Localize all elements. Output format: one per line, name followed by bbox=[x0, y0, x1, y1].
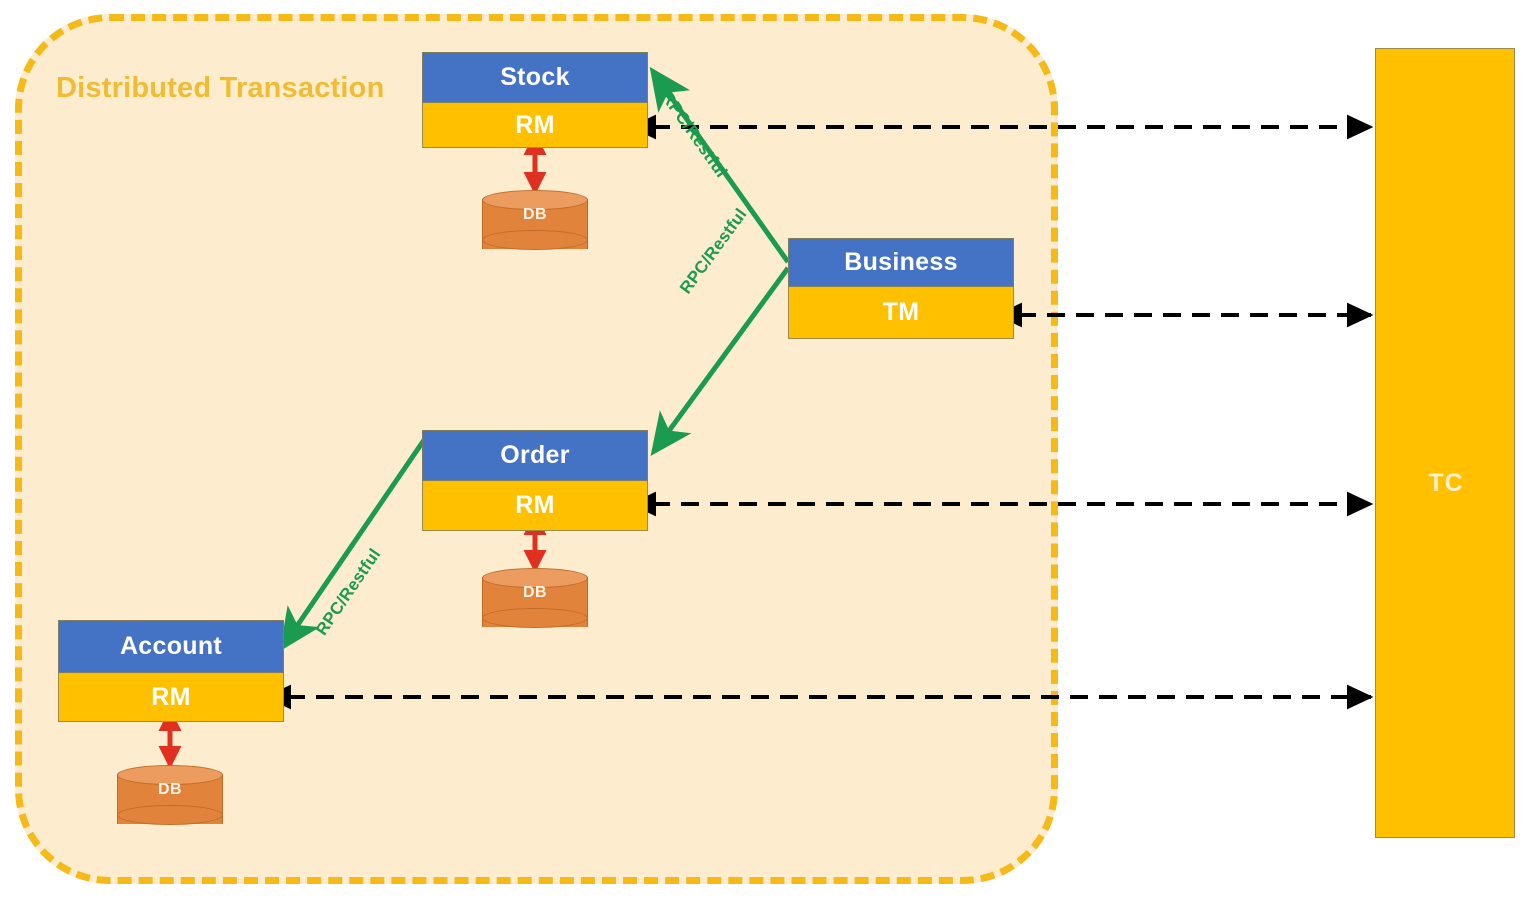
service-node-account[interactable]: Account RM bbox=[58, 620, 284, 722]
service-title-account: Account bbox=[58, 620, 284, 673]
db-label-account: DB bbox=[157, 781, 183, 798]
db-bottom-ellipse bbox=[117, 805, 223, 825]
database-cylinder-stock: DB bbox=[482, 190, 588, 258]
db-top-ellipse bbox=[482, 190, 588, 210]
service-title-business: Business bbox=[788, 238, 1014, 287]
db-top-ellipse bbox=[117, 765, 223, 785]
service-role-account: RM bbox=[58, 673, 284, 722]
db-bottom-ellipse bbox=[482, 230, 588, 250]
service-node-order[interactable]: Order RM bbox=[422, 430, 648, 531]
transaction-coordinator-box[interactable]: TC bbox=[1375, 48, 1515, 838]
distributed-transaction-label: Distributed Transaction bbox=[56, 72, 385, 104]
service-role-business: TM bbox=[788, 287, 1014, 339]
service-node-stock[interactable]: Stock RM bbox=[422, 52, 648, 148]
db-top-ellipse bbox=[482, 568, 588, 588]
db-bottom-ellipse bbox=[482, 608, 588, 628]
transaction-coordinator-label: TC bbox=[1428, 469, 1464, 497]
database-cylinder-order: DB bbox=[482, 568, 588, 636]
database-cylinder-account: DB bbox=[117, 765, 223, 833]
db-label-order: DB bbox=[522, 584, 548, 601]
service-role-order: RM bbox=[422, 481, 648, 531]
service-role-stock: RM bbox=[422, 103, 648, 148]
service-title-order: Order bbox=[422, 430, 648, 481]
db-label-stock: DB bbox=[522, 206, 548, 223]
service-title-stock: Stock bbox=[422, 52, 648, 103]
service-node-business[interactable]: Business TM bbox=[788, 238, 1014, 339]
